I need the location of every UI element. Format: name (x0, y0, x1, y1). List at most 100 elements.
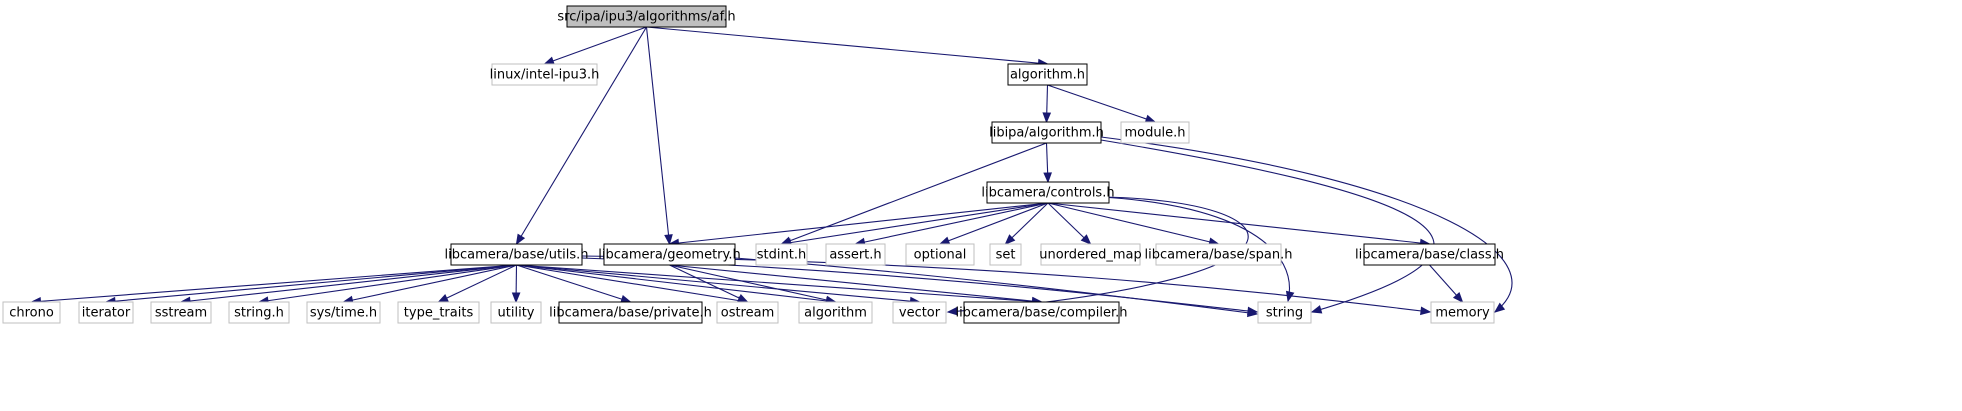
node-geometry[interactable]: libcamera/geometry.h (598, 243, 741, 266)
node-private[interactable]: libcamera/base/private.h (549, 301, 712, 324)
edge-utils-to-vector (516, 264, 920, 303)
node-utility: utility (490, 301, 542, 324)
edge-utils-to-iterator (105, 264, 517, 303)
node-label: chrono (9, 306, 54, 321)
node-span: libcamera/base/span.h (1145, 243, 1293, 266)
node-label: vector (899, 306, 941, 321)
node-label: stdint.h (757, 248, 806, 263)
node-libipa[interactable]: libipa/algorithm.h (989, 121, 1104, 144)
node-box (450, 243, 583, 266)
edge-controls-to-string (1100, 196, 1290, 302)
edge-libipa-to-memory (1100, 136, 1513, 313)
node-label: algorithm.h (1010, 68, 1085, 83)
edge-libipa-to-string (1100, 139, 1435, 313)
node-label: utility (498, 306, 535, 321)
node-string-h: string.h (228, 301, 290, 324)
arrowhead-af-to-geometry (664, 234, 673, 246)
edge-geometry-to-compiler (669, 264, 1042, 303)
node-vector: vector (892, 301, 947, 324)
node-chrono: chrono (2, 301, 61, 324)
node-box (991, 121, 1102, 144)
node-label: libcamera/base/utils.h (444, 248, 588, 263)
node-box (603, 243, 736, 266)
node-box (1007, 63, 1088, 86)
node-box (78, 301, 134, 324)
node-algo-std: algorithm (798, 301, 873, 324)
node-assert: assert.h (825, 243, 886, 266)
node-box (1040, 243, 1141, 266)
edge-geometry-to-algo_std (669, 264, 836, 303)
node-box (491, 63, 598, 86)
node-label: libcamera/base/span.h (1145, 248, 1293, 263)
node-box (825, 243, 886, 266)
node-box (989, 243, 1022, 266)
node-label: unordered_map (1039, 248, 1142, 263)
edge-algorithm-to-module (1047, 84, 1156, 123)
node-box (1120, 121, 1190, 144)
node-label: memory (1435, 306, 1490, 321)
edge-utils-to-algo_std (516, 264, 836, 303)
arrowhead-utils-to-type_traits (437, 294, 449, 303)
node-box (1363, 243, 1496, 266)
node-unordered-map: unordered_map (1039, 243, 1142, 266)
arrowhead-utils-to-utility (511, 292, 521, 304)
node-string: string (1257, 301, 1312, 324)
node-class[interactable]: libcamera/base/class.h (1355, 243, 1504, 266)
arrowhead-algorithm-to-libipa (1042, 112, 1052, 124)
node-algorithm[interactable]: algorithm.h (1007, 63, 1088, 86)
node-module: module.h (1120, 121, 1190, 144)
node-label: libcamera/base/compiler.h (955, 306, 1127, 321)
node-label: linux/intel-ipu3.h (490, 68, 600, 83)
node-label: sys/time.h (310, 306, 377, 321)
arrowhead-controls-to-unordered_map (1080, 234, 1092, 245)
arrowhead-controls-to-set (1004, 234, 1016, 245)
node-label: assert.h (829, 248, 881, 263)
arrowhead-class-to-memory (1452, 292, 1464, 304)
node-box (1155, 243, 1282, 266)
node-label: iterator (82, 306, 131, 321)
node-time: sys/time.h (306, 301, 381, 324)
node-box (798, 301, 873, 324)
node-box (2, 301, 61, 324)
edge-utils-to-chrono (31, 264, 517, 303)
arrowhead-geometry-to-ostream (737, 294, 749, 303)
arrowhead-libipa-to-string (1310, 305, 1323, 314)
node-box (490, 301, 542, 324)
node-label: libcamera/base/class.h (1355, 248, 1504, 263)
edge-af-to-algorithm (646, 26, 1048, 65)
edge-controls-to-geometry (669, 202, 1049, 245)
node-optional: optional (905, 243, 975, 266)
node-label: string (1266, 306, 1303, 321)
node-box (905, 243, 975, 266)
edge-utils-to-sstream (180, 264, 517, 303)
node-label: ostream (721, 306, 775, 321)
node-controls[interactable]: libcamera/controls.h (981, 181, 1115, 204)
arrowhead-geometry-to-string (1247, 308, 1259, 318)
node-box (150, 301, 212, 324)
node-label: optional (914, 248, 967, 263)
node-box (397, 301, 480, 324)
arrowhead-libipa-to-memory (1493, 302, 1506, 313)
node-label: module.h (1124, 126, 1185, 141)
node-label: algorithm (804, 306, 867, 321)
node-set: set (989, 243, 1022, 266)
node-intel: linux/intel-ipu3.h (490, 63, 600, 86)
node-compiler[interactable]: libcamera/base/compiler.h (955, 301, 1128, 324)
node-box (558, 301, 703, 324)
node-box (228, 301, 290, 324)
arrowhead-utils-to-memory (1420, 306, 1432, 316)
header-nodes: src/ipa/ipu3/algorithms/af.h linux/intel-… (2, 5, 1504, 324)
node-iterator: iterator (78, 301, 134, 324)
edge-utils-to-compiler (516, 264, 1042, 303)
edge-utils-to-string_h (258, 264, 517, 303)
node-box (716, 301, 779, 324)
node-label: set (996, 248, 1016, 263)
node-box (1257, 301, 1312, 324)
node-box (963, 301, 1120, 324)
node-utils[interactable]: libcamera/base/utils.h (444, 243, 589, 266)
node-memory: memory (1430, 301, 1495, 324)
edge-controls-to-optional (939, 202, 1049, 245)
node-sstream: sstream (150, 301, 212, 324)
node-label: src/ipa/ipu3/algorithms/af.h (557, 10, 735, 25)
